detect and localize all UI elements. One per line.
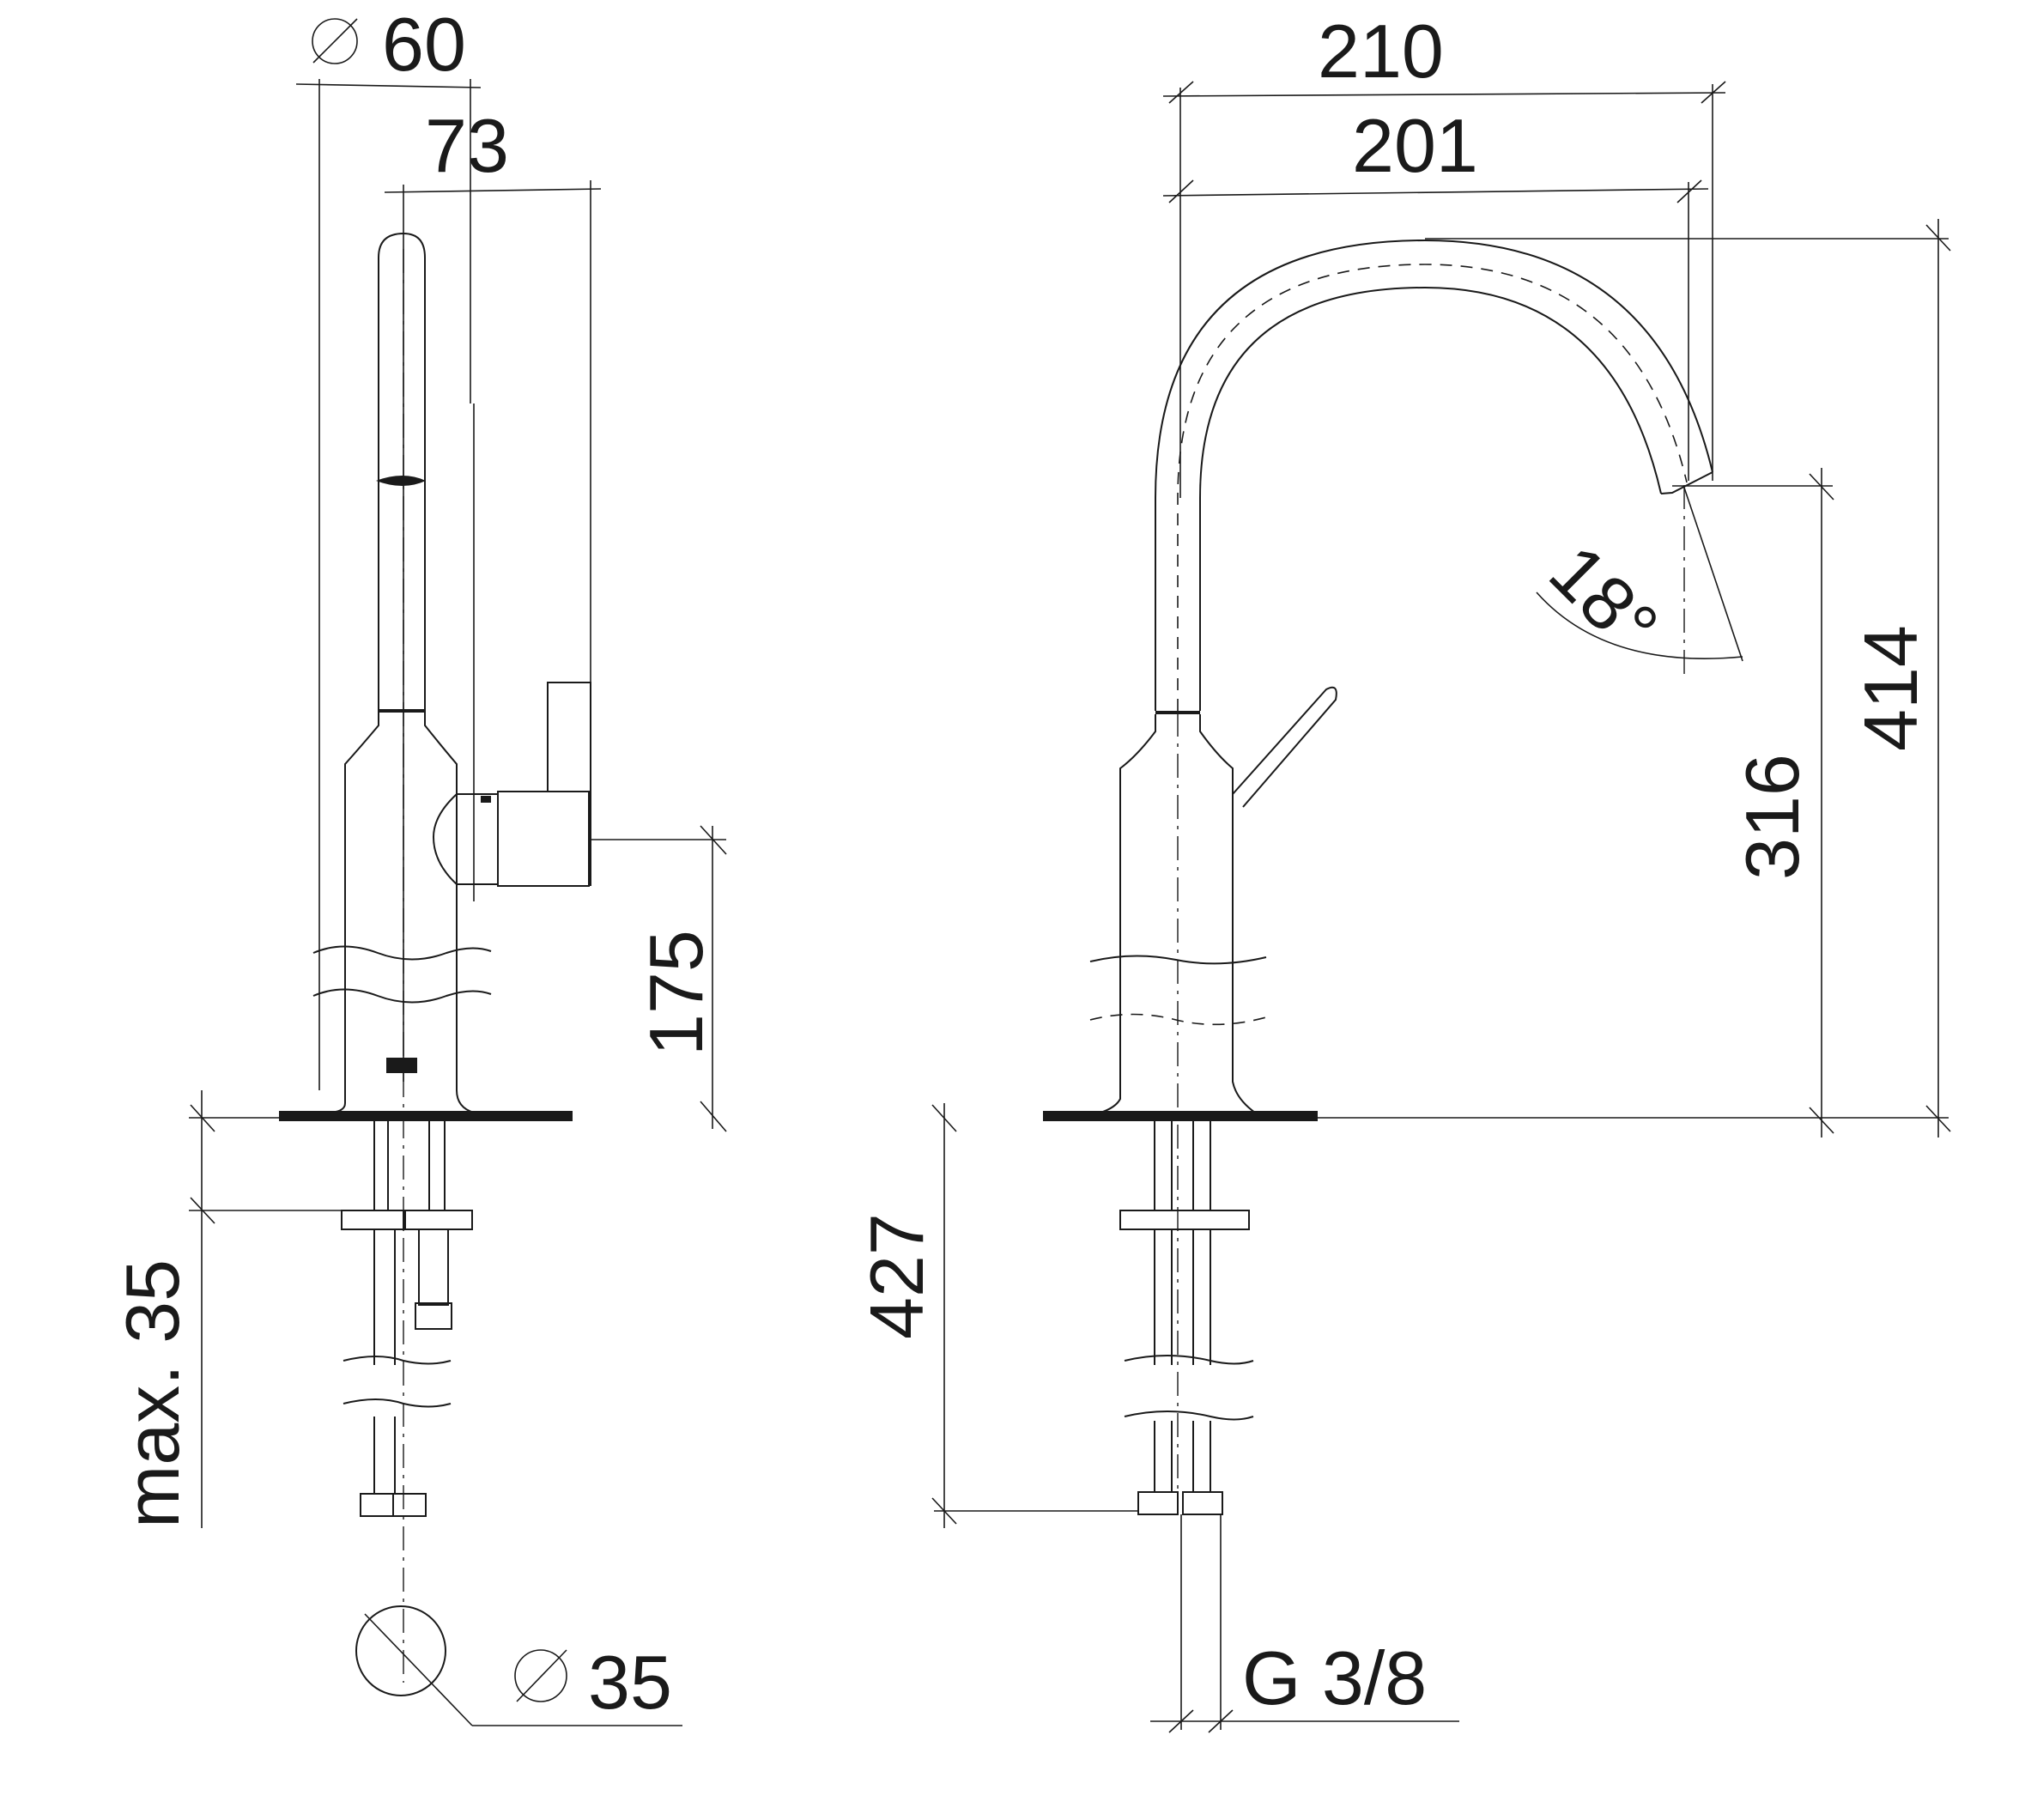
dim-max-35: max. 35	[110, 1090, 342, 1528]
dim-210: 210	[1162, 9, 1726, 498]
dim-60-label: 60	[382, 2, 466, 87]
dim-hole-35: 35	[355, 1605, 682, 1726]
dim-316-label: 316	[1730, 754, 1815, 880]
front-view: 210 201	[854, 9, 1951, 1733]
front-spout: 18°	[1043, 239, 1743, 1511]
dim-427: 427	[854, 1103, 1138, 1528]
dim-18-label: 18°	[1534, 528, 1675, 669]
dim-max-35-label: max. 35	[110, 1259, 195, 1528]
front-underdeck	[1119, 1121, 1254, 1515]
dim-35-label: 35	[588, 1640, 672, 1725]
dim-175-label: 175	[634, 930, 718, 1056]
dim-316: 316	[1672, 468, 1834, 1138]
deck-plate	[279, 1111, 573, 1121]
front-deck-plate	[1043, 1111, 1318, 1121]
dim-201: 201	[1162, 103, 1709, 481]
side-view: 60 73	[110, 2, 727, 1726]
dim-73-label: 73	[425, 103, 509, 188]
dim-thread: G 3/8	[1150, 1514, 1459, 1733]
dim-73: 73	[384, 103, 602, 1082]
dim-175: 175	[589, 825, 727, 1132]
dim-210-label: 210	[1318, 9, 1444, 94]
dim-thread-label: G 3/8	[1242, 1635, 1427, 1720]
sensor-band	[376, 476, 426, 486]
side-underdeck	[341, 1121, 473, 1517]
dim-201-label: 201	[1352, 103, 1478, 188]
dim-427-label: 427	[854, 1213, 939, 1339]
dim-diameter-60: 60	[295, 2, 482, 1090]
dim-414-label: 414	[1848, 625, 1933, 751]
dim-414: 414	[1318, 219, 1951, 1138]
side-faucet-body	[279, 232, 591, 1683]
